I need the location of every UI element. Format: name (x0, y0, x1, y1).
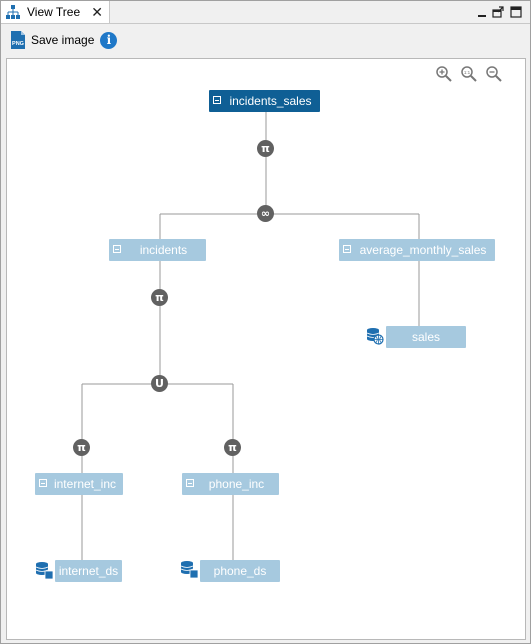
collapse-icon[interactable] (213, 96, 221, 104)
node-label: phone_inc (208, 477, 265, 491)
close-icon[interactable]: ✕ (91, 4, 103, 20)
minimize-icon[interactable] (475, 5, 489, 19)
projection-operator[interactable]: π (224, 439, 241, 456)
tree-icon (6, 5, 20, 19)
collapse-icon[interactable] (113, 245, 121, 253)
node-label: phone_ds (213, 564, 267, 578)
maximize-icon[interactable] (509, 5, 523, 19)
tab-label: View Tree (27, 5, 81, 19)
zoom-in-icon[interactable] (435, 65, 453, 83)
projection-operator[interactable]: π (73, 439, 90, 456)
detach-icon[interactable] (491, 5, 505, 19)
node-label: average_monthly_sales (359, 243, 487, 257)
datasource-icon (35, 562, 53, 579)
node-average-monthly-sales[interactable]: average_monthly_sales (339, 239, 495, 261)
tab-bar: View Tree ✕ (1, 1, 530, 24)
zoom-out-icon[interactable] (485, 65, 503, 83)
node-phone-ds[interactable]: phone_ds (200, 560, 280, 582)
info-icon[interactable]: i (100, 31, 118, 49)
tab-view-tree[interactable]: View Tree ✕ (1, 1, 110, 23)
datasource-web-icon (366, 328, 384, 345)
toolbar: PNG Save image i (1, 24, 530, 56)
png-badge-text: PNG (12, 41, 24, 47)
save-image-label: Save image (31, 33, 95, 47)
tree-canvas: 1:1 (6, 58, 526, 640)
join-operator[interactable]: ∞ (257, 205, 274, 222)
zoom-reset-icon[interactable]: 1:1 (460, 65, 478, 83)
collapse-icon[interactable] (343, 245, 351, 253)
node-incidents[interactable]: incidents (109, 239, 206, 261)
node-internet-ds[interactable]: internet_ds (55, 560, 122, 582)
node-phone-inc[interactable]: phone_inc (182, 473, 279, 495)
node-label: sales (411, 330, 440, 344)
collapse-icon[interactable] (39, 479, 47, 487)
node-sales[interactable]: sales (386, 326, 466, 348)
union-operator[interactable]: U (151, 375, 168, 392)
zoom-reset-text: 1:1 (464, 70, 471, 75)
projection-operator[interactable]: π (151, 289, 168, 306)
node-internet-inc[interactable]: internet_inc (35, 473, 123, 495)
projection-operator[interactable]: π (257, 140, 274, 157)
node-label: incidents_sales (229, 94, 312, 108)
png-file-icon: PNG (11, 31, 25, 49)
node-label: internet_ds (58, 564, 119, 578)
datasource-icon (180, 561, 198, 578)
node-label: incidents (139, 243, 188, 257)
collapse-icon[interactable] (186, 479, 194, 487)
node-label: internet_inc (53, 477, 117, 491)
save-image-button[interactable]: PNG Save image (9, 30, 94, 50)
node-incidents-sales[interactable]: incidents_sales (209, 90, 320, 112)
